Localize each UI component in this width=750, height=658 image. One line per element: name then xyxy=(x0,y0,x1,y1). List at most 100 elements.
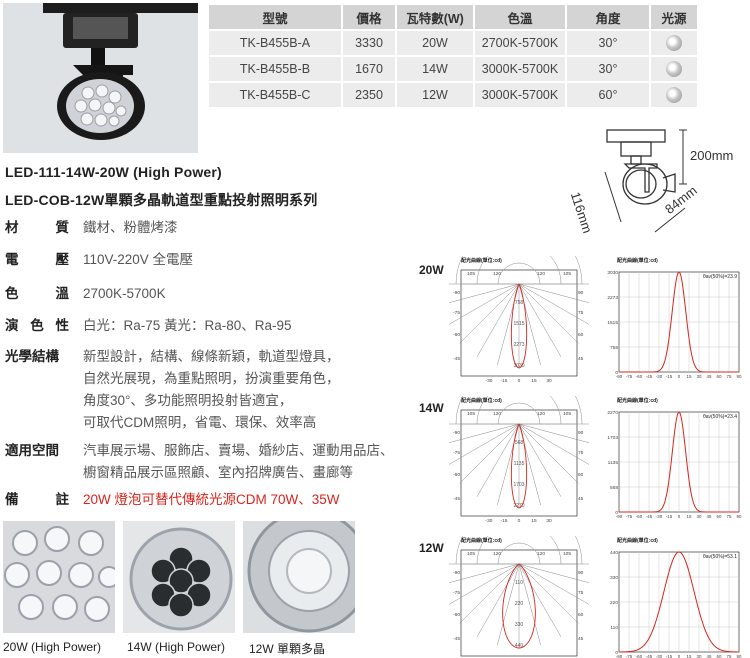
x-tick-label: -15 xyxy=(666,374,673,379)
top-tick-label: 105 xyxy=(563,271,571,277)
x-tick-label: -30 xyxy=(656,374,663,379)
radial-tick-label: 3030 xyxy=(513,363,524,369)
x-tick-label: 45 xyxy=(707,374,712,379)
spec-label-char: 材 xyxy=(5,220,19,235)
radial-tick-label: 330 xyxy=(515,622,524,628)
left-tick-label: -90 xyxy=(453,570,460,576)
chart-label-14w: 14W xyxy=(419,401,444,415)
polar-spoke xyxy=(518,283,589,325)
cell-watt: 12W xyxy=(395,83,473,107)
bottom-tick-label: 15 xyxy=(531,378,537,384)
x-tick-label: -15 xyxy=(666,514,673,519)
x-tick-label: -30 xyxy=(656,654,663,658)
top-tick-label: 105 xyxy=(563,551,571,557)
cell-source xyxy=(649,57,697,81)
top-tick-label: 120 xyxy=(537,271,545,277)
header-model: 型號 xyxy=(209,5,341,29)
spec-label-char: 色 xyxy=(30,318,44,333)
polar-spoke xyxy=(476,563,520,637)
spec-header-row: 型號 價格 瓦特數(W) 色溫 角度 光源 xyxy=(209,5,697,29)
y-tick-label: 1703 xyxy=(607,435,618,441)
polar-spoke xyxy=(518,283,589,304)
header-watt: 瓦特數(W) xyxy=(395,5,473,29)
photo-20w xyxy=(3,521,115,633)
left-tick-label: -75 xyxy=(453,310,460,316)
dimension-height: 200mm xyxy=(690,148,734,163)
spec-table: 型號 價格 瓦特數(W) 色溫 角度 光源 TK-B455B-A 3330 20… xyxy=(209,3,697,109)
radial-tick-label: 1703 xyxy=(513,482,524,488)
linear-grid xyxy=(619,552,739,652)
header-cct: 色溫 xyxy=(473,5,565,29)
spec-label-char: 壓 xyxy=(55,252,70,267)
cell-price: 2350 xyxy=(341,83,395,107)
right-tick-label: 90 xyxy=(578,570,584,576)
x-tick-label: 60 xyxy=(717,374,722,379)
radial-tick-label: 110 xyxy=(515,580,523,586)
x-tick-label: 75 xyxy=(727,654,732,658)
polar-grid xyxy=(449,536,589,648)
polar-spoke xyxy=(476,423,520,497)
right-tick-label: 60 xyxy=(578,612,584,618)
polar-grid xyxy=(449,396,589,508)
cell-price: 1670 xyxy=(341,57,395,81)
chart-title: 配光曲線(單位:cd) xyxy=(617,257,658,264)
led-lamp-icon xyxy=(666,35,682,51)
x-tick-label: -75 xyxy=(626,654,633,658)
bottom-tick-label: -15 xyxy=(501,378,508,384)
polar-spoke xyxy=(449,563,520,605)
y-tick-label: 3030 xyxy=(607,270,618,276)
right-tick-label: 60 xyxy=(578,472,584,478)
photo-14w xyxy=(123,521,235,633)
y-tick-label: 1515 xyxy=(607,320,618,326)
fixture-outline-icon xyxy=(604,129,687,233)
cell-cct: 2700K-5700K xyxy=(473,31,565,55)
y-tick-label: 1135 xyxy=(608,460,619,466)
x-tick-label: 15 xyxy=(687,514,692,519)
linear-grid xyxy=(619,272,739,372)
bottom-tick-label: 0 xyxy=(518,378,521,384)
cell-angle: 60° xyxy=(565,83,649,107)
x-tick-label: 75 xyxy=(727,374,732,379)
y-tick-label: 568 xyxy=(610,485,618,491)
top-tick-label: 120 xyxy=(537,551,545,557)
radial-tick-label: 1135 xyxy=(514,461,525,467)
spec-label: 色溫 xyxy=(5,283,69,305)
spec-label-char: 性 xyxy=(55,318,70,333)
polar-spoke xyxy=(449,283,520,325)
right-tick-label: 45 xyxy=(578,496,584,502)
x-tick-label: 0 xyxy=(678,374,681,379)
right-tick-label: 60 xyxy=(578,332,584,338)
left-tick-label: -75 xyxy=(453,590,460,596)
left-tick-label: -75 xyxy=(453,450,460,456)
bottom-tick-label: 30 xyxy=(546,518,552,524)
y-tick-label: 330 xyxy=(610,575,618,581)
y-tick-label: 440 xyxy=(610,550,618,556)
y-tick-label: 0 xyxy=(615,370,618,376)
x-tick-label: 30 xyxy=(697,514,702,519)
cell-model: TK-B455B-B xyxy=(209,57,341,81)
cell-source xyxy=(649,83,697,107)
left-tick-label: -45 xyxy=(453,356,460,362)
x-tick-label: 0 xyxy=(678,654,681,658)
y-tick-label: 220 xyxy=(610,600,618,606)
photo-12w xyxy=(243,521,355,633)
x-tick-label: -90 xyxy=(616,654,623,658)
polar-spoke xyxy=(518,563,589,605)
polar-ring xyxy=(497,402,541,425)
linear-grid xyxy=(619,412,739,512)
x-tick-label: -15 xyxy=(666,654,673,658)
spec-label: 備註 xyxy=(5,489,69,511)
intensity-curve xyxy=(619,411,739,513)
cell-cct: 3000K-5700K xyxy=(473,57,565,81)
right-tick-label: 45 xyxy=(578,636,584,642)
right-tick-label: 75 xyxy=(578,310,584,316)
x-tick-label: -90 xyxy=(616,374,623,379)
bottom-tick-label: 0 xyxy=(518,518,521,524)
x-tick-label: -45 xyxy=(646,514,653,519)
x-tick-label: 60 xyxy=(717,654,722,658)
right-tick-label: 90 xyxy=(578,430,584,436)
